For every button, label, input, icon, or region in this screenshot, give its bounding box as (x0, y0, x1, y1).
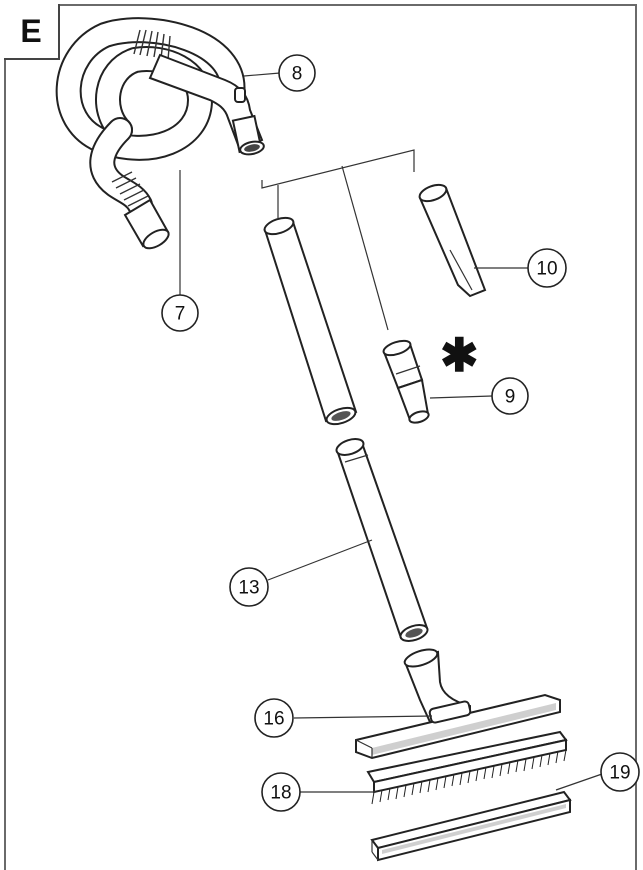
accessory-group-bracket (261, 149, 415, 331)
rubber-strip (370, 790, 572, 862)
callout-7-label: 7 (175, 304, 186, 325)
callout-18: 18 (261, 772, 301, 812)
callout-13-label: 13 (238, 578, 259, 599)
crevice-tool (418, 183, 487, 298)
extension-tube-lower (335, 438, 429, 642)
leader-lines (179, 72, 603, 793)
adapter (382, 339, 430, 424)
callout-10-label: 10 (536, 259, 557, 280)
callout-18-label: 18 (270, 783, 291, 804)
callout-19-label: 19 (609, 763, 630, 784)
floor-nozzle (355, 648, 561, 760)
callout-10: 10 (527, 248, 567, 288)
hose-handle (148, 53, 265, 156)
callout-9: 9 (491, 377, 529, 415)
callout-16: 16 (254, 698, 294, 738)
flexible-hose (55, 17, 246, 250)
callout-9-label: 9 (505, 387, 516, 408)
diagram-frame (4, 4, 637, 870)
callout-19: 19 (600, 752, 640, 792)
extension-tube-upper (263, 216, 358, 426)
section-label-box: E (4, 4, 60, 60)
callout-16-label: 16 (263, 709, 284, 730)
section-letter: E (20, 12, 42, 49)
brush-strip (366, 730, 568, 805)
callout-8-label: 8 (292, 64, 303, 85)
callout-13: 13 (229, 567, 269, 607)
callout-8: 8 (278, 54, 316, 92)
callout-7: 7 (161, 294, 199, 332)
asterisk-note-symbol: ✱ (440, 329, 479, 381)
